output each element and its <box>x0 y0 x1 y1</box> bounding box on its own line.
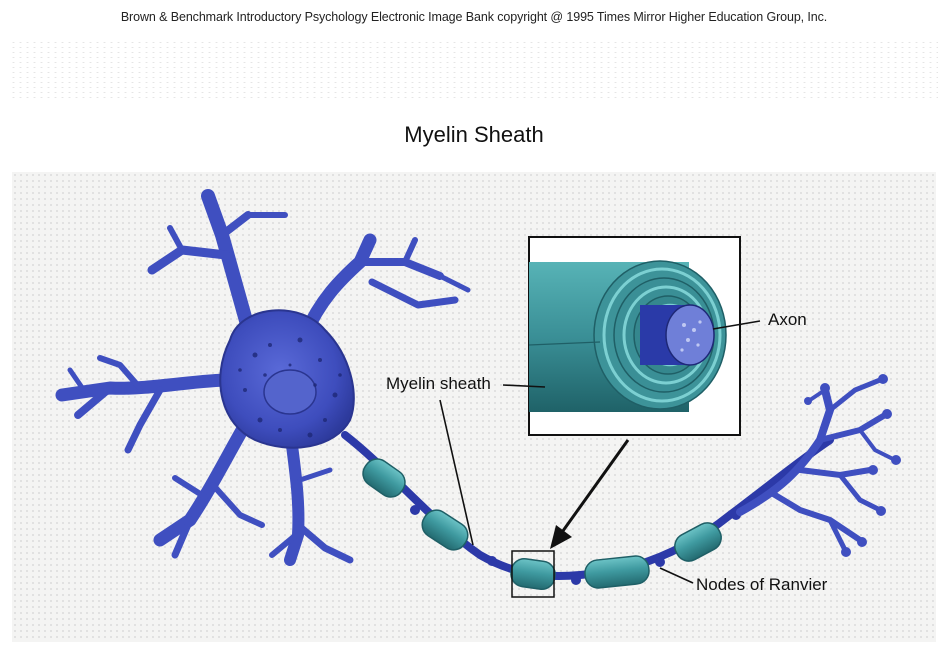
terminal-boutons <box>804 374 901 557</box>
myelin-segment <box>358 454 410 502</box>
nodes-leader-line <box>660 568 693 583</box>
nucleus <box>264 370 316 414</box>
label-axon: Axon <box>768 310 807 330</box>
myelin-cross-section-inset <box>529 237 740 435</box>
cell-body <box>220 310 354 447</box>
myelin-segment <box>509 557 556 591</box>
zoom-arrow <box>550 440 628 549</box>
myelin-segment <box>584 555 651 590</box>
myelin-segments <box>358 454 726 591</box>
node-of-ranvier <box>487 556 497 566</box>
node-of-ranvier <box>655 557 665 567</box>
label-myelin-sheath: Myelin sheath <box>386 374 491 394</box>
label-nodes-of-ranvier: Nodes of Ranvier <box>696 575 827 595</box>
node-of-ranvier <box>410 505 420 515</box>
axon-terminals <box>740 380 895 550</box>
axon-cross-section <box>666 305 714 365</box>
node-of-ranvier <box>571 575 581 585</box>
